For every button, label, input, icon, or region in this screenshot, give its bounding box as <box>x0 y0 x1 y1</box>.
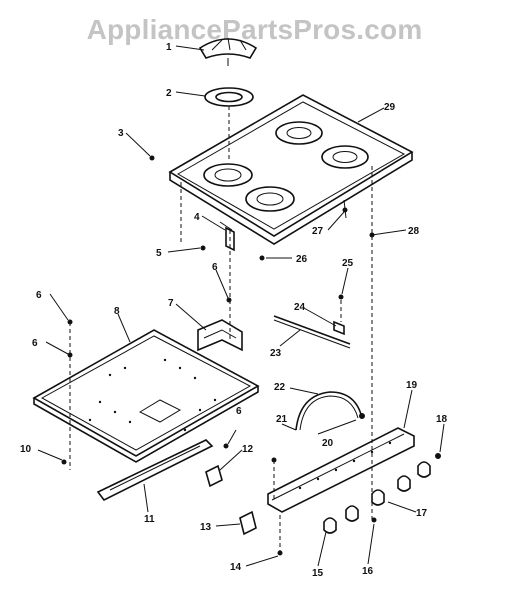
callout-18: 18 <box>436 414 448 425</box>
part-manifold-panel <box>267 427 415 513</box>
callout-21: 21 <box>276 414 288 425</box>
panel-holes <box>298 441 392 490</box>
callout-labels: 1 2 3 4 5 6 6 6 6 7 8 9 10 11 12 13 14 1… <box>20 42 448 579</box>
callout-20: 20 <box>322 438 334 449</box>
callout-2: 2 <box>166 88 172 99</box>
part-burner-ring <box>204 87 254 160</box>
callout-3: 3 <box>118 128 124 139</box>
part-bracket <box>197 297 243 352</box>
callout-12: 12 <box>242 444 254 455</box>
callout-25: 25 <box>342 258 354 269</box>
watermark: AppliancePartsPros.com <box>86 14 423 45</box>
part-valves <box>323 453 441 534</box>
callout-5: 5 <box>156 248 162 259</box>
part-cooktop <box>149 94 414 245</box>
part-burner-cap <box>198 37 258 66</box>
callout-29: 29 <box>384 102 396 113</box>
callout-8: 8 <box>114 306 120 317</box>
callout-4: 4 <box>194 212 200 223</box>
callout-6-a: 6 <box>212 262 218 273</box>
callout-13: 13 <box>200 522 212 533</box>
part-clips <box>205 443 283 556</box>
callout-10: 10 <box>20 444 32 455</box>
callout-16: 16 <box>362 566 374 577</box>
part-rod <box>273 294 351 349</box>
callout-14: 14 <box>230 562 242 573</box>
callout-24: 24 <box>294 302 306 313</box>
callout-15: 15 <box>312 568 324 579</box>
callout-7: 7 <box>168 298 174 309</box>
callout-26: 26 <box>296 254 308 265</box>
callout-19: 19 <box>406 380 418 391</box>
callout-22: 22 <box>274 382 286 393</box>
callout-6-d: 6 <box>32 338 38 349</box>
callout-17: 17 <box>416 508 428 519</box>
screws-left <box>61 319 73 470</box>
leader-lines <box>37 45 445 567</box>
part-heat-shield <box>32 329 260 463</box>
callout-27: 27 <box>312 226 324 237</box>
tray-holes <box>88 358 217 432</box>
assembly-lines-upper <box>180 166 375 520</box>
part-rail <box>96 439 214 502</box>
part-gas-line <box>295 391 365 431</box>
callout-23: 23 <box>270 348 282 359</box>
callout-11: 11 <box>144 514 155 525</box>
callout-1: 1 <box>166 42 172 53</box>
callout-28: 28 <box>408 226 420 237</box>
callout-6-c: 6 <box>236 406 242 417</box>
callout-6-b: 6 <box>36 290 42 301</box>
